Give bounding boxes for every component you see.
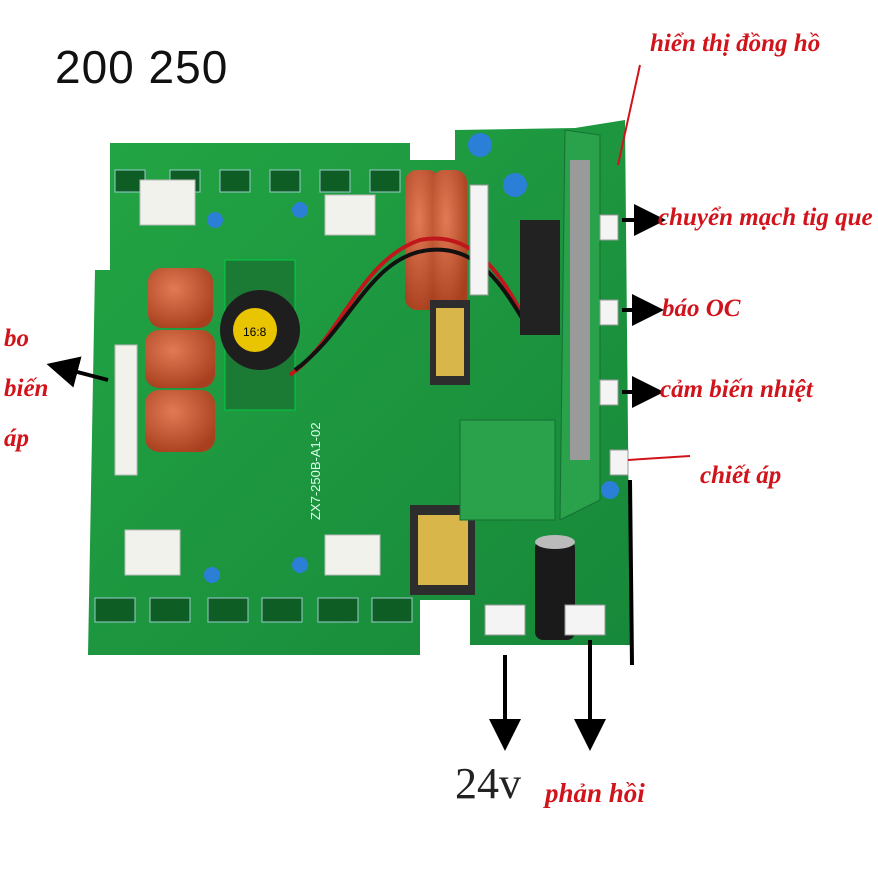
label-temp-sensor: cảm biến nhiệt [660, 376, 813, 403]
annotation-leaders [617, 64, 691, 461]
connectors [469, 184, 629, 636]
model-label: 200 250 [55, 41, 229, 93]
bottom-terminals [94, 597, 413, 623]
daughter-board-components [570, 160, 590, 460]
power-resistors [114, 179, 381, 576]
annotation-arrows [46, 204, 666, 751]
toroid-transformer: 16:8 [220, 259, 300, 411]
pcb-board [88, 120, 630, 655]
film-capacitors-left [145, 268, 215, 452]
label-transformer-3: áp [4, 425, 29, 452]
label-24v: 24v [455, 759, 521, 808]
label-feedback: phản hồi [545, 778, 645, 808]
heatsink [520, 220, 560, 335]
label-display: hiển thị đồng hồ [650, 30, 821, 57]
label-tig-switch: chuyển mạch tig que [658, 204, 873, 231]
label-potentiometer: chiết áp [700, 462, 782, 489]
driver-board [459, 419, 556, 521]
red-wire [288, 236, 527, 377]
label-transformer-1: bo [4, 325, 29, 352]
label-transformer-2: biến [4, 375, 49, 402]
top-terminals [114, 169, 401, 193]
ratio-text: 16:8 [243, 325, 267, 339]
black-wire [293, 247, 530, 372]
label-oc-alarm: báo OC [662, 295, 741, 322]
part-number: ZX7-250B-A1-02 [308, 422, 323, 520]
blue-capacitors [204, 133, 619, 583]
